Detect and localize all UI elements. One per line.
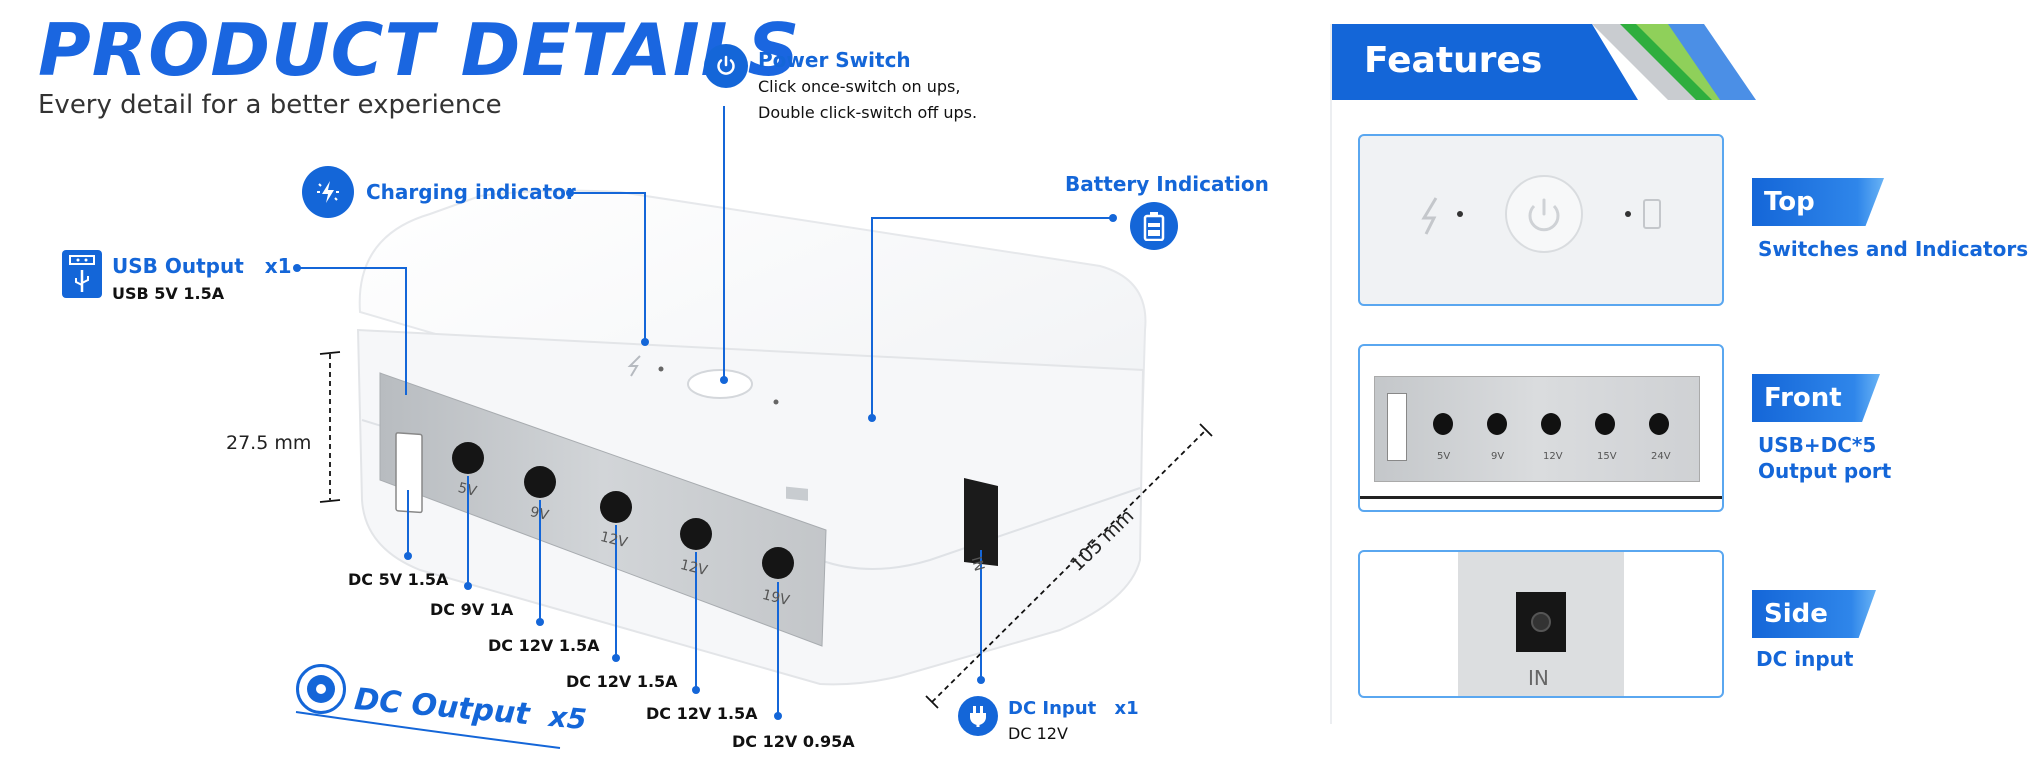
port-label: 15V [1597, 451, 1617, 462]
battery-indication-title: Battery Indication [1065, 172, 1269, 196]
height-dimension: 27.5 mm [226, 432, 312, 454]
features-divider [1330, 24, 1332, 724]
power-icon [704, 44, 748, 88]
power-switch-line1: Click once-switch on ups, [758, 77, 961, 96]
dc-port [680, 518, 712, 550]
dc-output-icon [296, 664, 346, 714]
port-spec: DC 5V 1.5A [348, 570, 449, 589]
port-spec: DC 9V 1A [430, 600, 514, 619]
port-spec: DC 12V 1.5A [646, 704, 758, 723]
port-spec: DC 12V 1.5A [566, 672, 678, 691]
power-button[interactable] [687, 369, 753, 399]
usb-output-spec: USB 5V 1.5A [112, 284, 225, 303]
side-dc-jack [1516, 592, 1566, 652]
feature-card-top [1358, 134, 1724, 306]
dc-input-title: DC Input x1 [1008, 698, 1139, 719]
feature-card-front: 5V 9V 12V 15V 24V [1358, 344, 1724, 512]
dc-input-spec: DC 12V [1008, 724, 1068, 743]
battery-indication-icon [1130, 202, 1178, 250]
page-subtitle: Every detail for a better experience [38, 90, 502, 120]
usb-icon [62, 250, 102, 298]
power-switch-line2: Double click-switch off ups. [758, 103, 978, 122]
charging-icon [627, 355, 641, 377]
battery-icon [786, 486, 808, 501]
port-label: 5V [1437, 451, 1451, 462]
features-header: Features [1332, 24, 1762, 100]
charging-indicator-title: Charging indicator [366, 180, 576, 204]
dc-port [452, 442, 484, 474]
dc-input-label: DC Input [1008, 698, 1097, 719]
feature-desc-front-line1: USB+DC*5 [1758, 433, 1877, 457]
plug-icon [958, 696, 998, 736]
feature-tag-side: Side [1752, 590, 1876, 638]
side-panel-closeup: IN [1458, 552, 1624, 696]
usb-output-count: x1 [264, 254, 292, 278]
usb-port [1387, 393, 1407, 461]
feature-card-side: IN [1358, 550, 1724, 698]
dc-input-count: x1 [1114, 698, 1139, 719]
feature-desc-side: DC input [1756, 647, 1854, 671]
port-spec: DC 12V 1.5A [488, 636, 600, 655]
front-panel-closeup: 5V 9V 12V 15V 24V [1374, 376, 1700, 482]
dc-port [1433, 413, 1453, 435]
side-dc-jack [964, 478, 998, 566]
dc-port [762, 547, 794, 579]
side-in-label: IN [1528, 666, 1549, 690]
usb-output-title: USB Output x1 [112, 254, 292, 278]
dc-port [600, 491, 632, 523]
dc-port [524, 466, 556, 498]
port-label: 12V [1543, 451, 1563, 462]
port-label: 9V [1491, 451, 1505, 462]
dc-port [1595, 413, 1615, 435]
port-label: 24V [1651, 451, 1671, 462]
feature-desc-top: Switches and Indicators [1758, 237, 2029, 261]
dc-port [1649, 413, 1669, 435]
features-heading: Features [1364, 40, 1543, 81]
dc-port [1487, 413, 1507, 435]
feature-desc-front-line2: Output port [1758, 459, 1892, 483]
dc-output-count: x5 [547, 700, 588, 737]
feature-tag-front: Front [1752, 374, 1880, 422]
port-spec: DC 12V 0.95A [732, 732, 855, 751]
device-illustration [293, 106, 1213, 749]
power-switch-title: Power Switch [758, 48, 911, 72]
charging-indicator-icon [302, 166, 354, 218]
page-title: PRODUCT DETAILS [38, 8, 801, 92]
dc-port [1541, 413, 1561, 435]
feature-tag-top: Top [1752, 178, 1884, 226]
usb-output-label: USB Output [112, 254, 244, 278]
